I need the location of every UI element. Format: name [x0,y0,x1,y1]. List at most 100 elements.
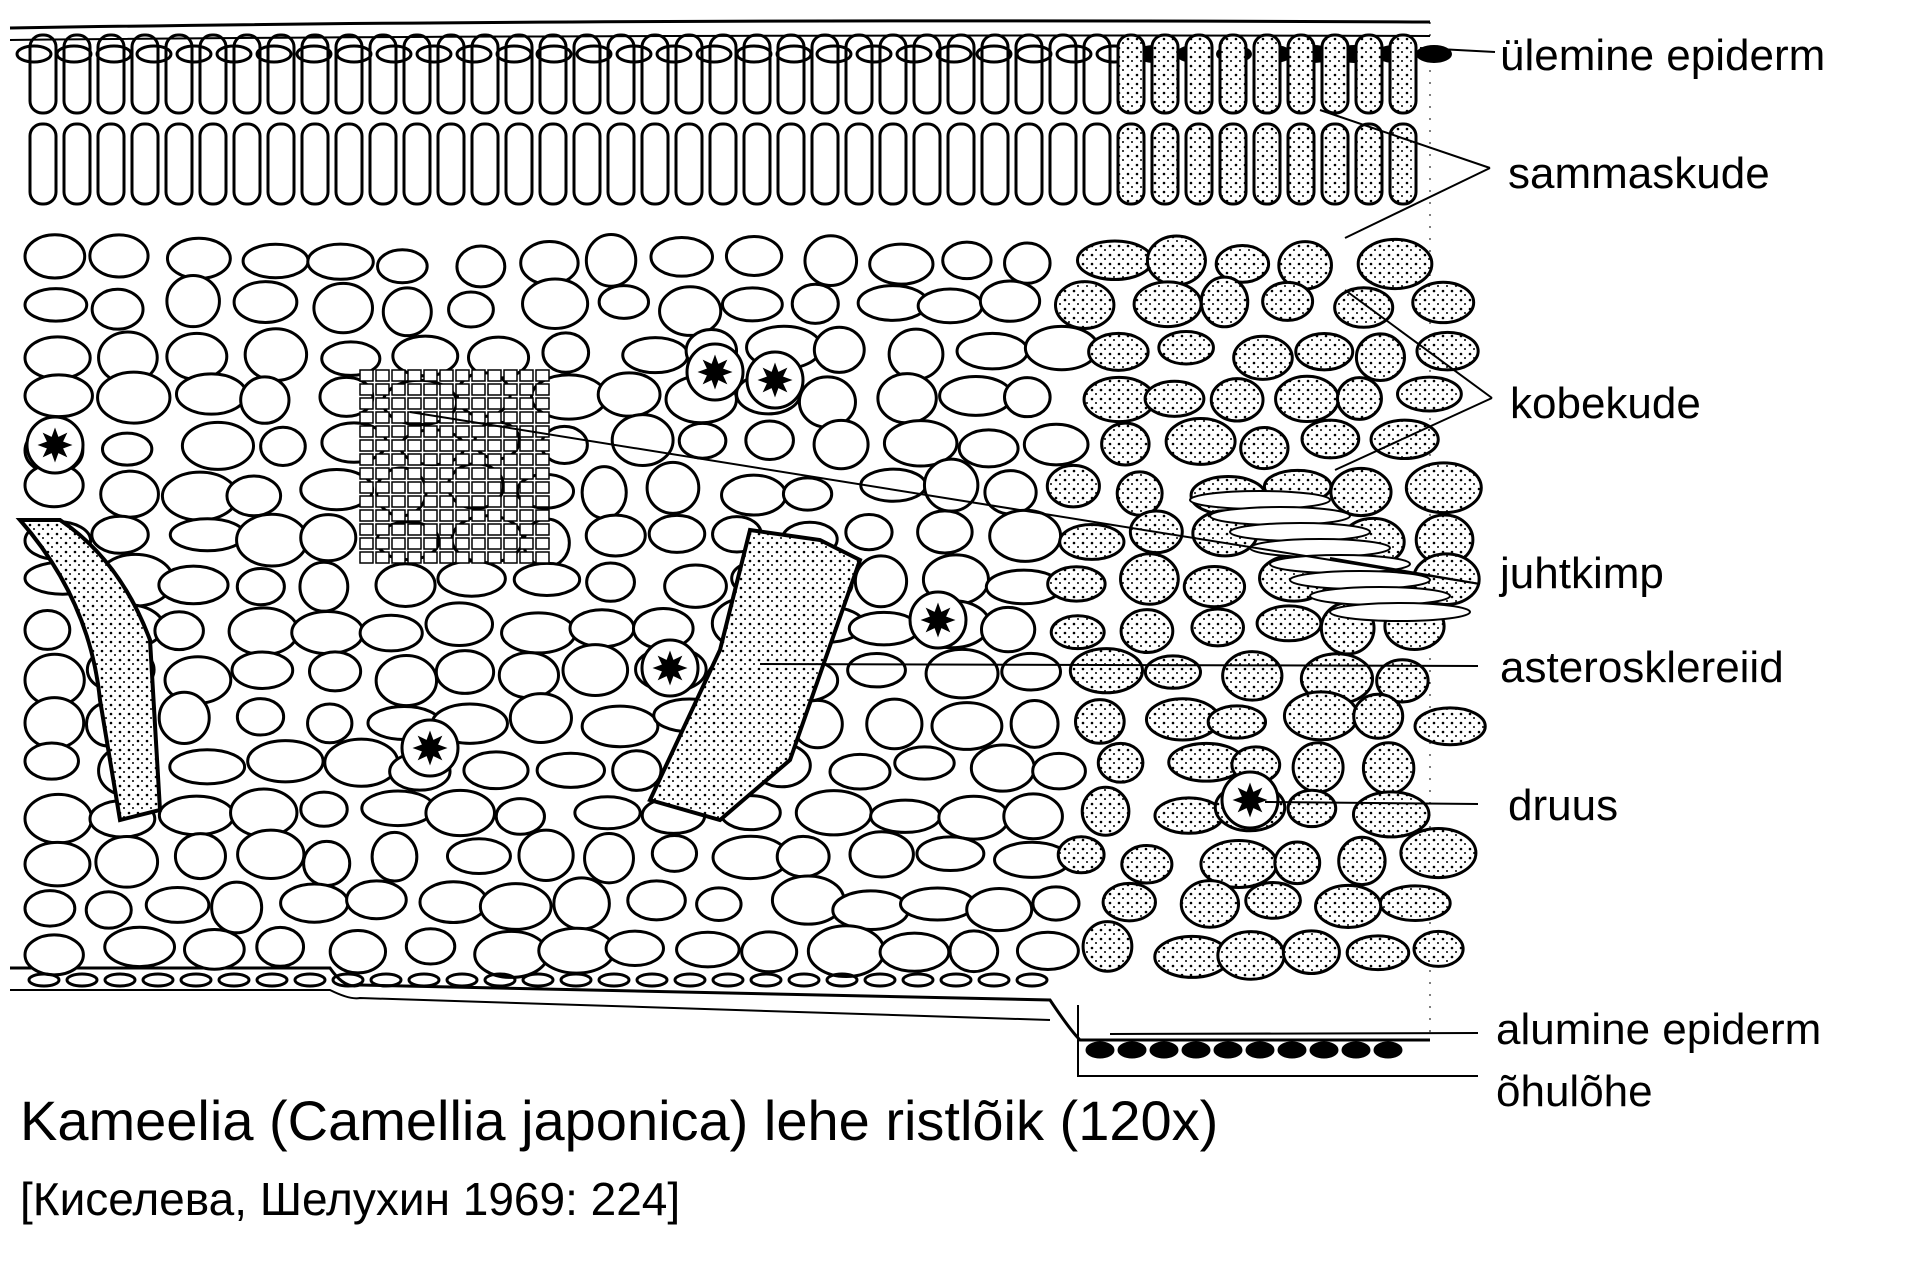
spongy-cell [436,559,507,598]
spongy-cell [922,457,980,513]
spongy-cell [157,794,236,837]
lower-epidermis-cell [141,972,175,988]
spongy-cell [1351,790,1431,839]
spongy-cell [828,752,892,791]
palisade-cell [130,122,160,206]
spongy-cell [23,889,77,928]
bundle-cell [359,495,374,508]
upper-epidermis-cell [455,44,493,64]
bundle-cell [423,383,438,396]
bundle-cell [535,551,550,564]
lower-epidermis-cell [787,972,821,988]
spongy-cell [645,460,701,515]
spongy-cell [584,232,638,288]
upper-epidermis-cell [95,44,133,64]
spongy-cell [916,509,974,555]
spongy-cell [887,327,945,381]
spongy-cell [1411,280,1476,325]
spongy-cell [604,929,665,968]
bundle-cell [503,481,518,494]
bundle-cell [423,467,438,480]
leader-lower-epidermis [1109,1032,1479,1035]
bundle-cell [487,467,502,480]
spongy-cell [610,413,675,468]
spongy-cell [1216,930,1286,981]
spongy-cell [374,562,437,608]
spongy-cell [770,874,846,926]
spongy-cell [1182,564,1247,609]
upper-epidermis-cell [1015,44,1053,64]
bundle-cell [455,495,470,508]
spongy-cell [1045,463,1101,509]
bundle-cell [407,495,422,508]
spongy-cell [318,375,375,418]
palisade-cell [878,33,908,115]
palisade-cell [1388,33,1418,115]
bundle-cell [471,481,486,494]
palisade-cell [402,33,432,115]
palisade-cell [334,122,364,206]
spongy-cell [376,248,429,285]
bundle-cell [535,425,550,438]
bundle-cell [535,383,550,396]
palisade-cell [232,33,262,115]
upper-epidermis-cell [175,44,213,64]
bundle-cell [487,551,502,564]
bundle-cell [423,509,438,522]
spongy-cell [306,702,354,745]
spongy-cell [846,652,907,689]
spongy-cell [290,610,365,656]
bundle-cell [391,551,406,564]
palisade-cell [1184,33,1214,115]
bundle-cell [423,537,438,550]
spongy-cell [806,924,886,979]
spongy-cell [1369,418,1440,461]
label-druse: druus [1508,781,1618,830]
label-palisade: sammaskude [1508,149,1770,198]
palisade-cell [198,33,228,115]
bundle-cell [503,411,518,424]
spongy-cell [173,832,227,881]
bundle-cell [407,453,422,466]
spongy-cell [23,287,89,323]
figure-caption-title: Kameelia (Camellia japonica) lehe ristlõ… [20,1089,1219,1152]
bundle-cell [407,509,422,522]
spongy-cell [447,290,495,329]
spongy-cell [647,513,707,554]
spongy-cell [1291,741,1345,794]
lower-epidermis-cell [293,972,327,988]
spongy-cell [775,834,831,879]
spongy-cell [1404,461,1483,515]
palisade-cell [62,122,92,206]
spongy-cell [580,465,628,520]
spongy-cell [1119,552,1180,606]
lower-surface-line [10,966,1430,1042]
palisade-cell [164,122,194,206]
bundle-cell [439,369,454,382]
bundle-cell [439,481,454,494]
palisade-cell [402,122,432,206]
bundle-cell [519,439,534,452]
spongy-cell [847,610,921,647]
lower-epidermis-cell [863,972,897,988]
spongy-cell [103,925,177,969]
druse-crystal [412,730,448,766]
bundle-cell [535,453,550,466]
spongy-cell [1022,422,1090,467]
bundle-cell [375,397,390,410]
bundle-cell [519,453,534,466]
spongy-cell [1002,792,1064,841]
spongy-cell [724,234,784,277]
upper-epidermis-cell [735,44,773,64]
spongy-cell [930,701,1004,751]
bundle-cell [487,397,502,410]
palisade-cell [368,33,398,115]
palisade-cell [1252,122,1282,206]
palisade-cell [1252,33,1282,115]
palisade-cell [912,122,942,206]
spongy-cell [23,933,85,977]
spongy-cell [675,930,741,969]
spongy-cell [424,788,497,838]
bundle-cell [359,425,374,438]
bundle-cell [423,481,438,494]
